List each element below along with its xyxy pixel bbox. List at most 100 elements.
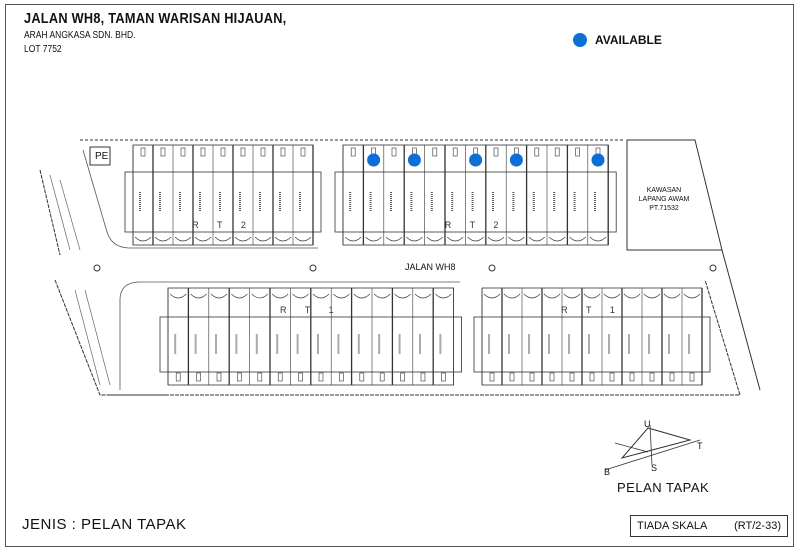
meter-box bbox=[298, 372, 303, 382]
open-space-lot: PT.71532 bbox=[649, 205, 679, 212]
gate-swing bbox=[663, 293, 681, 299]
available-dot-icon bbox=[573, 33, 587, 47]
meter-box bbox=[160, 147, 166, 157]
drawing-ref: (RT/2-33) bbox=[734, 520, 781, 532]
meter-box bbox=[534, 147, 540, 157]
site-boundary-left bbox=[39, 169, 165, 396]
gate-swing bbox=[487, 236, 505, 242]
gate-swing bbox=[569, 236, 586, 242]
meter-box bbox=[649, 372, 655, 382]
meter-box bbox=[200, 147, 206, 157]
gate-swing bbox=[446, 236, 464, 242]
gate-swing bbox=[190, 293, 207, 299]
site-boundary-right bbox=[721, 249, 761, 391]
gate-swing bbox=[385, 236, 403, 242]
gate-swing bbox=[543, 293, 561, 299]
gate-swing bbox=[426, 236, 444, 242]
gate-swing bbox=[643, 293, 661, 299]
plan-title: PELAN TAPAK bbox=[617, 480, 710, 495]
meter-box bbox=[379, 372, 385, 382]
road-marker-icon bbox=[309, 264, 317, 272]
gate-swing bbox=[333, 293, 350, 299]
meter-box bbox=[432, 147, 438, 157]
meter-box bbox=[689, 372, 695, 382]
gate-swing bbox=[414, 293, 432, 299]
gate-swing bbox=[154, 236, 172, 242]
gate-swing bbox=[435, 293, 452, 299]
meter-box bbox=[257, 372, 263, 382]
meter-box bbox=[216, 372, 222, 382]
pe-box bbox=[89, 146, 111, 166]
gate-swing bbox=[503, 293, 521, 299]
compass-east: T bbox=[697, 441, 703, 451]
building-outline bbox=[473, 316, 711, 373]
gate-swing bbox=[467, 236, 484, 242]
gate-swing bbox=[623, 293, 641, 299]
gate-swing bbox=[234, 236, 252, 242]
gate-swing bbox=[394, 293, 411, 299]
meter-box bbox=[175, 372, 181, 382]
meter-box bbox=[452, 147, 458, 157]
gate-swing bbox=[483, 293, 501, 299]
site-boundary-bottom bbox=[110, 279, 741, 396]
block-label: R T 2 bbox=[192, 220, 254, 230]
gate-swing bbox=[251, 293, 269, 299]
gate-swing bbox=[406, 236, 423, 242]
lot-number: LOT 7752 bbox=[24, 44, 62, 55]
open-space-name: KAWASAN LAPANG AWAM bbox=[638, 187, 690, 203]
meter-box bbox=[493, 147, 499, 157]
meter-box bbox=[180, 147, 186, 157]
scale-text: TIADA SKALA bbox=[637, 520, 708, 532]
meter-box bbox=[575, 147, 580, 157]
meter-box bbox=[509, 372, 515, 382]
meter-box bbox=[420, 372, 426, 382]
gate-swing bbox=[254, 236, 272, 242]
compass-west: B bbox=[604, 467, 611, 477]
meter-box bbox=[339, 372, 344, 382]
meter-box bbox=[441, 372, 446, 382]
side-road-lines bbox=[49, 174, 111, 386]
available-marker-icon bbox=[407, 153, 421, 167]
available-marker-icon bbox=[469, 153, 483, 167]
gate-swing bbox=[373, 293, 391, 299]
meter-box bbox=[669, 372, 675, 382]
block-label: R T 2 bbox=[445, 220, 507, 230]
meter-box bbox=[350, 147, 356, 157]
meter-box bbox=[609, 372, 615, 382]
gate-swing bbox=[353, 293, 371, 299]
block-label: R T 1 bbox=[280, 305, 342, 315]
legend: AVAILABLE bbox=[573, 33, 662, 47]
meter-box bbox=[318, 372, 324, 382]
road-marker-icon bbox=[709, 264, 717, 272]
gate-swing bbox=[344, 236, 362, 242]
open-space-label: KAWASAN LAPANG AWAM PT.71532 bbox=[636, 186, 692, 213]
meter-box bbox=[529, 372, 535, 382]
drawing-frame bbox=[5, 4, 794, 547]
gate-swing bbox=[271, 293, 289, 299]
gate-swing bbox=[174, 236, 192, 242]
meter-box bbox=[280, 147, 286, 157]
meter-box bbox=[240, 147, 246, 157]
building-outline bbox=[334, 171, 617, 233]
block-label: R T 1 bbox=[561, 305, 623, 315]
gate-swing bbox=[548, 236, 566, 242]
legend-label: AVAILABLE bbox=[595, 33, 662, 47]
meter-box bbox=[237, 372, 242, 382]
kerb-lines bbox=[82, 149, 460, 390]
meter-box bbox=[359, 372, 365, 382]
road-marker-icon bbox=[488, 264, 496, 272]
pe-label: PE bbox=[95, 151, 109, 162]
gate-swing bbox=[169, 293, 187, 299]
meter-box bbox=[220, 147, 226, 157]
compass-south: S bbox=[651, 463, 658, 473]
meter-box bbox=[589, 372, 595, 382]
meter-box bbox=[569, 372, 575, 382]
road-marker-icon bbox=[93, 264, 101, 272]
compass-north: U bbox=[644, 419, 651, 429]
compass-axes bbox=[604, 424, 701, 471]
gate-swing bbox=[589, 236, 607, 242]
gate-swing bbox=[365, 236, 382, 242]
project-title: JALAN WH8, TAMAN WARISAN HIJAUAN, bbox=[24, 10, 287, 27]
drawing-type: JENIS : PELAN TAPAK bbox=[22, 516, 187, 533]
